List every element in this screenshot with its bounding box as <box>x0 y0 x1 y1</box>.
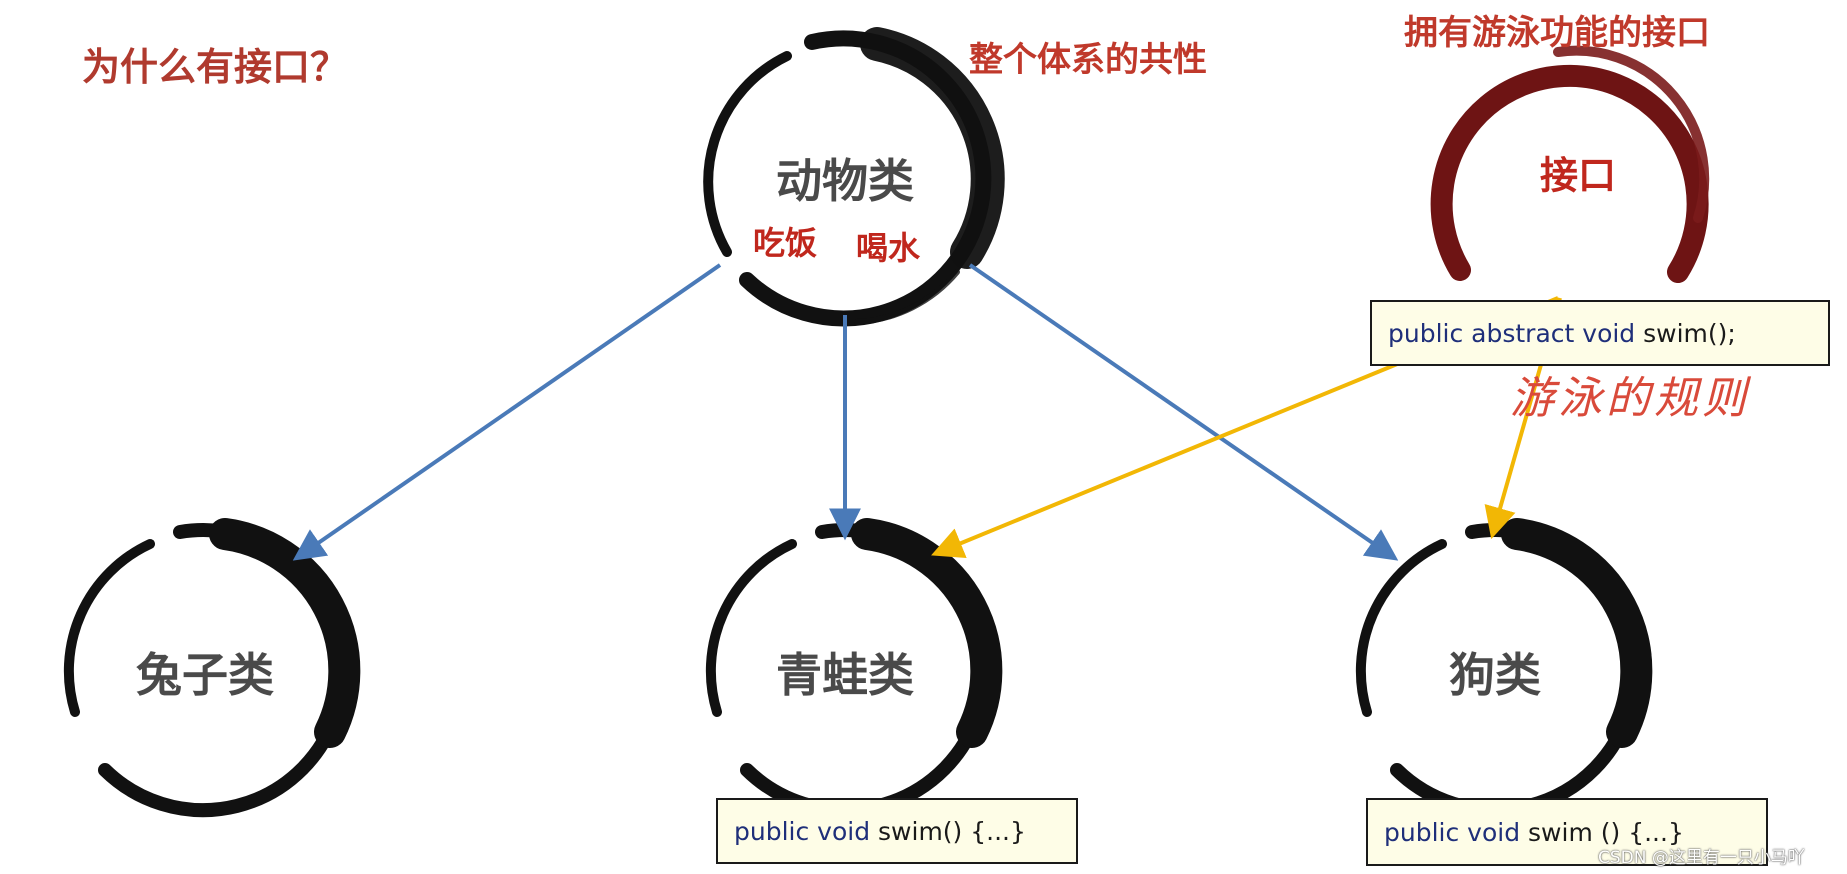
interface-label: 接口 <box>1539 153 1617 198</box>
code-keywords: public void <box>1384 817 1521 847</box>
behavior-eat: 吃饭 <box>753 224 818 262</box>
interface-circle <box>1430 45 1710 283</box>
code-signature: swim() {...} <box>870 816 1026 846</box>
arrow-animal-to-dog <box>968 263 1399 561</box>
common-traits-note: 整个体系的共性 <box>969 40 1207 80</box>
animal-class-label: 动物类 <box>776 154 914 208</box>
interface-title-note: 拥有游泳功能的接口 <box>1404 13 1710 53</box>
swim-rules-note: 游泳的规则 <box>1510 373 1750 424</box>
animal-circle <box>703 27 1005 327</box>
brush-circles <box>63 27 1710 818</box>
interface-method-box: public abstract void swim(); <box>1370 300 1830 366</box>
arrow-animal-to-rabbit <box>292 263 722 561</box>
watermark: CSDN @这里有一只小马吖 <box>1598 848 1805 868</box>
code-keywords: public abstract void <box>1388 318 1636 348</box>
rabbit-circle <box>63 518 361 818</box>
page-heading: 为什么有接口？ <box>82 45 349 89</box>
rabbit-class-label: 兔子类 <box>136 648 274 702</box>
code-signature: swim () {...} <box>1520 817 1684 847</box>
behavior-drink: 喝水 <box>856 229 921 267</box>
code-signature: swim(); <box>1635 318 1736 348</box>
inheritance-arrows <box>292 263 1399 561</box>
code-keywords: public void <box>734 816 871 846</box>
frog-class-label: 青蛙类 <box>776 648 914 702</box>
dog-method-box: public void swim () {...} <box>1366 798 1768 866</box>
frog-method-box: public void swim() {...} <box>716 798 1078 864</box>
dog-class-label: 狗类 <box>1449 648 1541 702</box>
